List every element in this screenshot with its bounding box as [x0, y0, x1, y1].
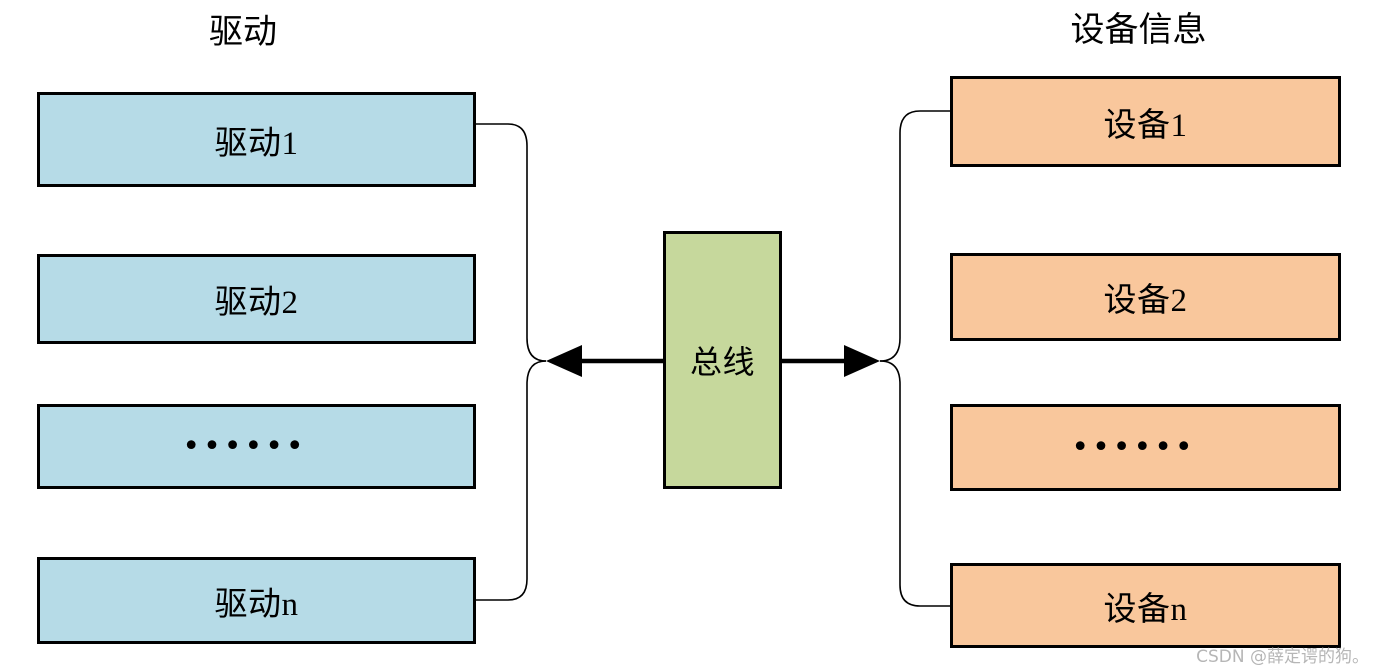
bus-box[interactable]: 总线: [663, 231, 782, 489]
device-box-2-label: 设备2: [1103, 283, 1188, 319]
device-box-ellipsis[interactable]: ••••••: [950, 404, 1341, 491]
column-title-devices: 设备信息: [1070, 12, 1207, 49]
driver-box-1-label: 驱动1: [214, 125, 299, 162]
left-brace-lower: [476, 360, 547, 601]
right-arrow-head: [844, 345, 880, 377]
right-brace-upper: [879, 110, 950, 362]
driver-box-2-label: 驱动2: [214, 285, 299, 321]
device-box-2[interactable]: 设备2: [950, 253, 1341, 341]
left-brace-upper: [476, 123, 547, 362]
driver-box-n-label: 驱动n: [214, 586, 299, 623]
left-arrow-head: [546, 345, 582, 377]
device-box-n[interactable]: 设备n: [950, 563, 1341, 648]
ellipsis-dots-icon: ••••••: [182, 428, 307, 464]
column-title-drivers: 驱动: [209, 14, 277, 51]
device-box-1[interactable]: 设备1: [950, 76, 1341, 167]
driver-box-n[interactable]: 驱动n: [37, 557, 476, 644]
device-box-1-label: 设备1: [1103, 107, 1188, 144]
csdn-watermark: CSDN @薛定谔的狗。: [1196, 647, 1369, 667]
ellipsis-dots-icon: ••••••: [1071, 429, 1196, 465]
driver-box-ellipsis[interactable]: ••••••: [37, 404, 476, 489]
bus-box-label: 总线: [689, 344, 755, 380]
driver-box-1[interactable]: 驱动1: [37, 92, 476, 187]
right-brace-lower: [879, 360, 950, 607]
device-box-n-label: 设备n: [1103, 591, 1188, 628]
driver-box-2[interactable]: 驱动2: [37, 254, 476, 344]
